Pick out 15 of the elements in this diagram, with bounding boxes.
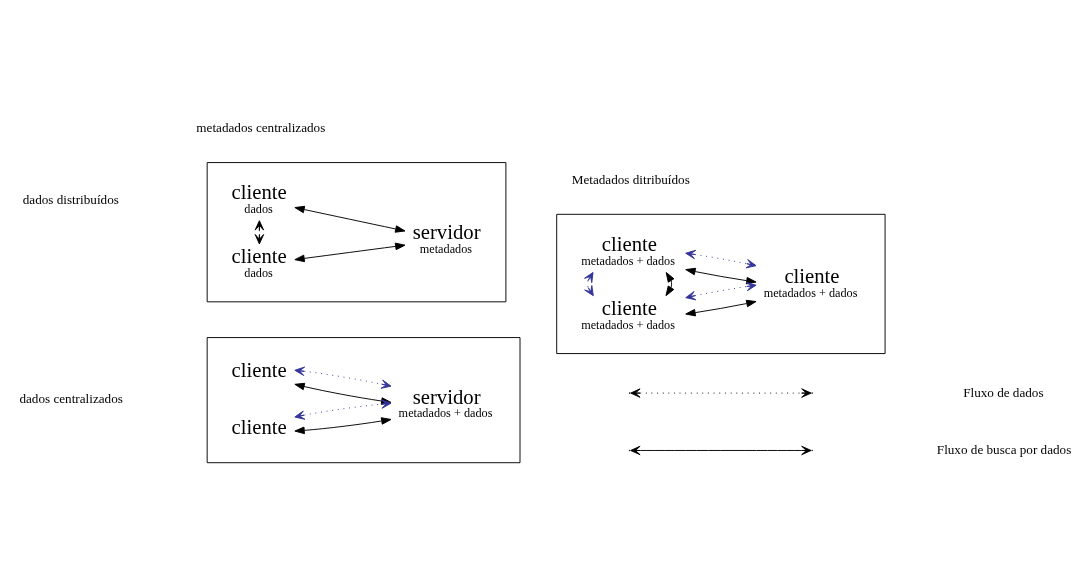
legend-label: Fluxo de dados <box>963 384 1044 400</box>
node-text: cliente <box>231 358 287 381</box>
node-text: cliente metadados + dados <box>581 233 675 269</box>
node-text: servidor metadados + dados <box>398 385 493 421</box>
node-text: cliente metadados + dados <box>763 265 858 301</box>
node-text: servidor metadados <box>412 220 481 256</box>
label: dados distribuídos <box>22 191 119 207</box>
label: Metadados ditribuídos <box>571 171 690 187</box>
legend-label: Fluxo de busca por dados <box>936 441 1072 457</box>
node-text: cliente <box>231 416 287 439</box>
label: dados centralizados <box>19 391 123 407</box>
node-text: cliente dados <box>231 245 287 281</box>
label: metadados centralizados <box>196 120 326 136</box>
node-text: cliente metadados + dados <box>581 297 675 333</box>
node-text: cliente dados <box>231 181 287 217</box>
